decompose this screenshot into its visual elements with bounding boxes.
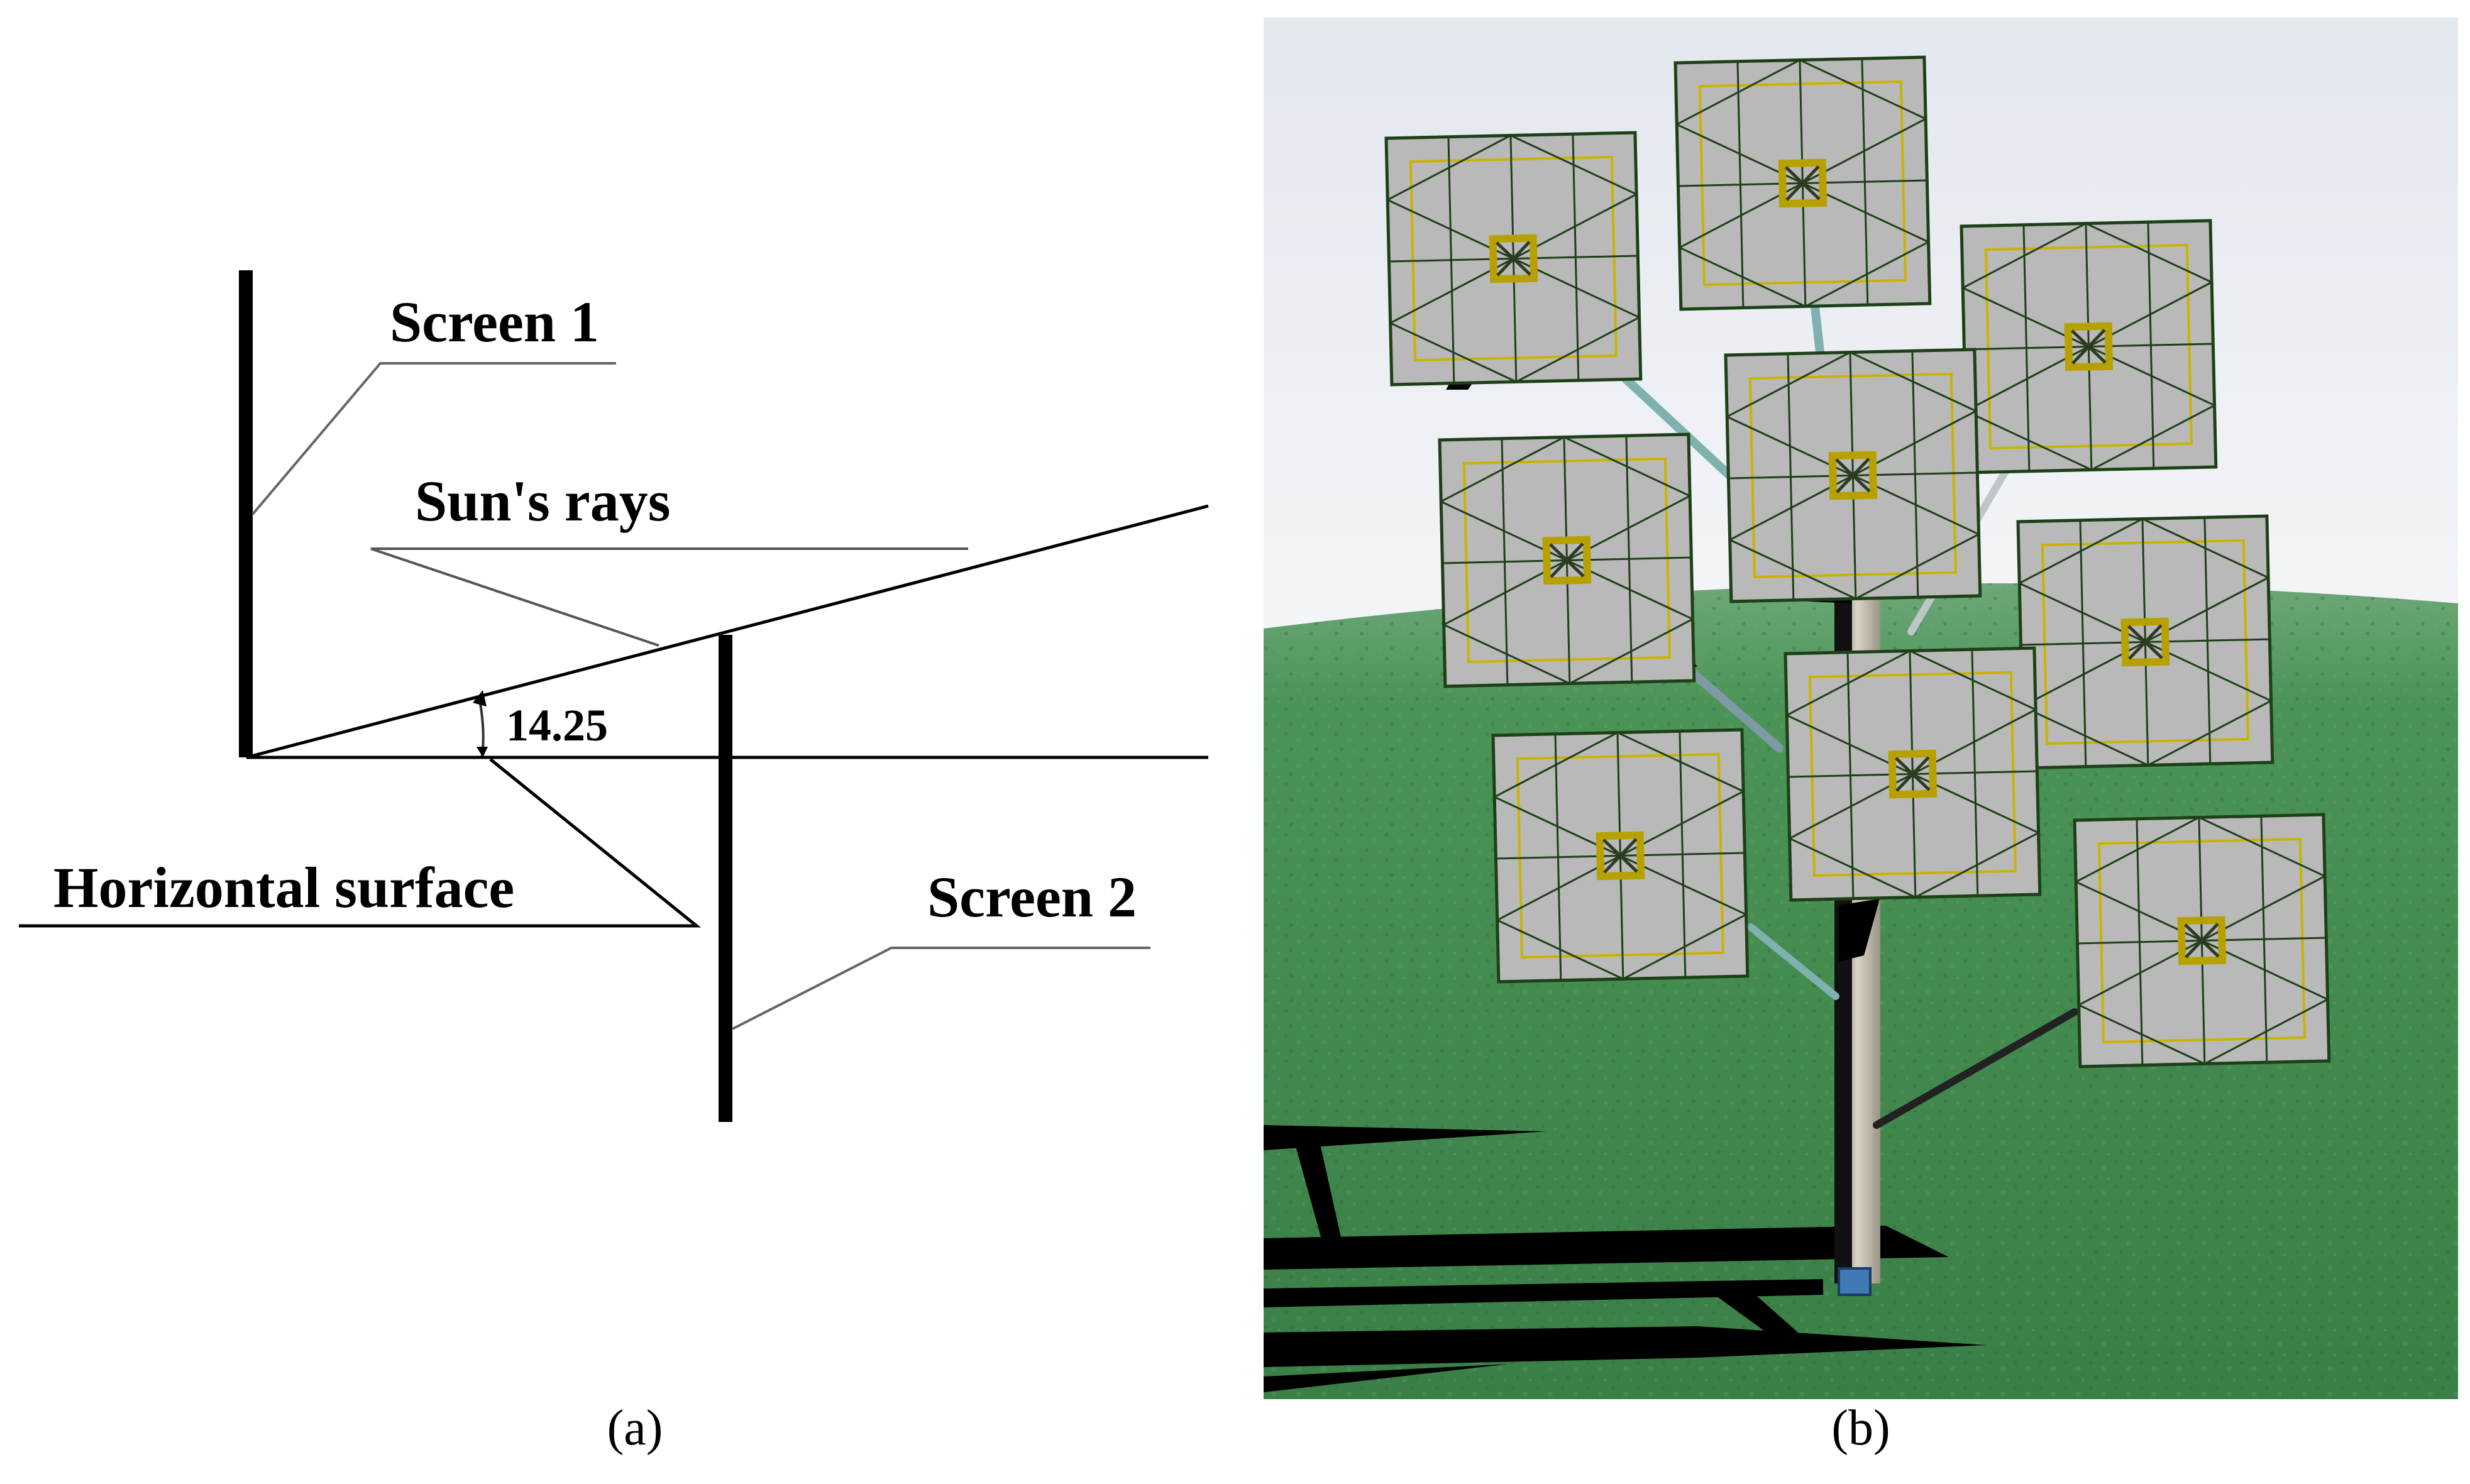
solar-panel-4 [1724, 348, 1982, 603]
angle-arrow-bottom [477, 747, 488, 757]
ground-shadows [1264, 1125, 1987, 1392]
sun-rays-leader [370, 547, 968, 647]
solar-panel-1 [1384, 131, 1643, 387]
solar-panel-2 [1673, 55, 1932, 311]
label-sun-rays: Sun's rays [415, 469, 671, 533]
screen-1-bar [239, 270, 253, 757]
solar-panels [1384, 55, 2331, 1069]
solar-panel-9 [2073, 813, 2331, 1069]
trunk-base [1838, 1267, 1872, 1296]
caption-a: (a) [607, 1400, 663, 1456]
sun-ray-line [246, 504, 1209, 759]
label-angle: 14.25 [506, 700, 608, 750]
solar-panel-3 [1960, 219, 2218, 475]
panel-b-render: (b) [1264, 18, 2458, 1456]
screen-2-bar [719, 635, 732, 1122]
solar-panel-7 [1784, 646, 2042, 902]
caption-b: (b) [1831, 1400, 1890, 1456]
screen-1-leader [251, 362, 616, 515]
solar-panel-8 [1491, 728, 1750, 984]
solar-panel-6 [2016, 514, 2274, 770]
panel-a-schematic: Screen 1 Sun's rays 14.25 Horizontal sur… [19, 270, 1209, 1456]
horizontal-surface-leader [19, 758, 702, 928]
label-screen-2: Screen 2 [927, 865, 1137, 929]
screen-2-leader [732, 947, 1150, 1030]
label-screen-1: Screen 1 [390, 290, 599, 354]
angle-arrow-top [473, 690, 487, 706]
solar-panel-5 [1438, 432, 1696, 688]
label-horizontal-surface: Horizontal surface [53, 855, 514, 920]
